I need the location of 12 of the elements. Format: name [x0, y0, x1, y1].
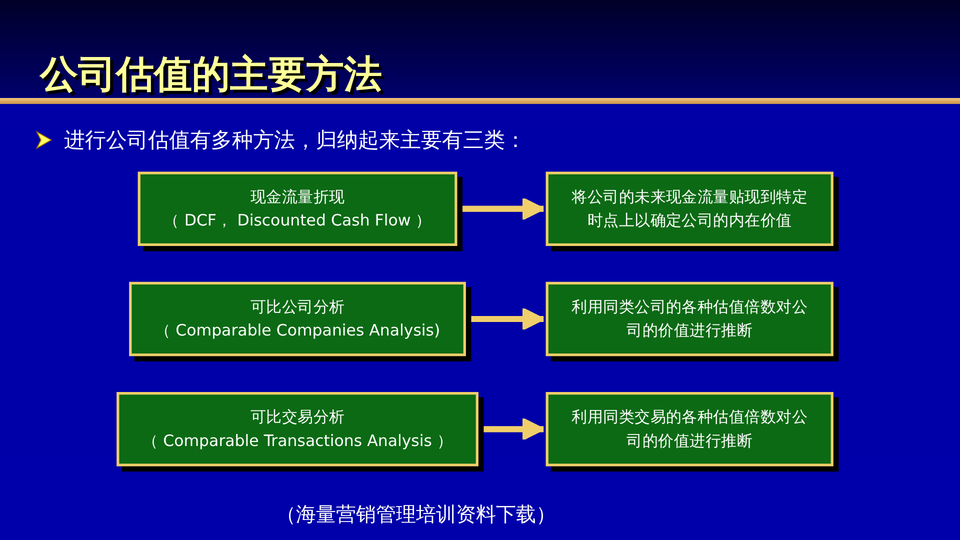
node-box: 可比交易分析 （ Comparable Transactions Analysis ）	[116, 392, 478, 466]
node-box: 将公司的未来现金流量贴现到特定时点上以确定公司的内在价值	[546, 172, 834, 246]
arrow	[456, 197, 545, 220]
node-box: 现金流量折现 （ DCF， Discounted Cash Flow ）	[138, 172, 458, 246]
node-box: 可比公司分析 （ Comparable Companies Analysis)	[129, 282, 466, 356]
arrow	[477, 418, 545, 441]
node-box: 利用同类公司的各种估值倍数对公司的价值进行推断	[546, 282, 834, 356]
bullet-text: 进行公司估值有多种方法，归纳起来主要有三类：	[64, 127, 526, 154]
slide-title: 公司估值的主要方法	[40, 51, 382, 98]
arrow	[464, 307, 545, 331]
node-box: 利用同类交易的各种估值倍数对公司的价值进行推断	[546, 392, 834, 466]
footer-note: （海量营销管理培训资料下载）	[276, 501, 556, 528]
